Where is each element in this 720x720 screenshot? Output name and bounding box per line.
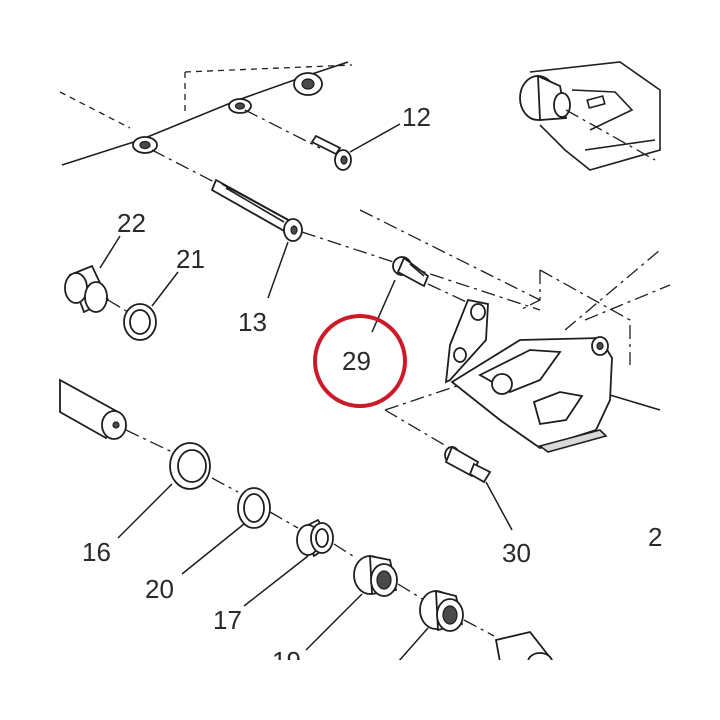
frame-body [59,61,353,166]
label-20: 20 [145,574,174,604]
washer-21 [123,271,179,341]
label-13: 13 [238,307,267,337]
label-16: 16 [82,537,111,567]
label-29: 29 [342,346,371,376]
bearing-19 [305,554,495,663]
upper-bracket [519,61,661,171]
bolt-29 [371,256,476,333]
label-22: 22 [117,208,146,238]
highlight-circle [313,314,407,408]
axle-shaft [59,378,173,453]
label-17: 17 [213,605,242,635]
washer-20 [181,487,299,575]
bottom-crop [0,660,720,720]
spacer-22 [64,235,129,314]
pin-30 [444,445,513,531]
label-30: 30 [502,538,531,568]
label-21: 21 [176,244,205,274]
label-12: 12 [402,102,431,132]
bolt-12 [244,109,401,171]
bolt-13 [151,149,541,311]
label-2-partial: 2 [648,522,662,552]
bearing-16 [117,442,239,539]
lower-bracket [444,298,661,453]
bushing-17 [243,518,357,607]
